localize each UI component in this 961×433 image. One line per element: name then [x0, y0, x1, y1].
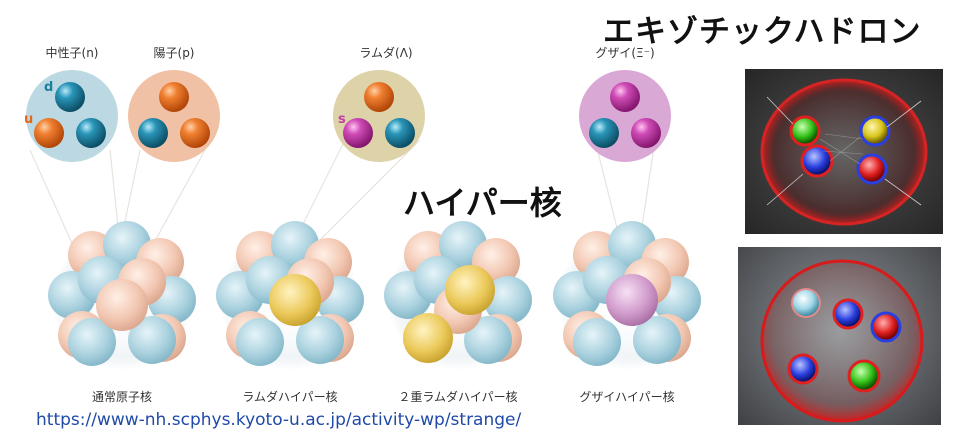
neutron-quark-u	[34, 118, 64, 148]
lambda-quark-d	[385, 118, 415, 148]
normal-nucleus-label: 通常原子核	[91, 390, 153, 404]
lambda-particle	[269, 274, 321, 326]
lambda-bubble	[333, 70, 425, 162]
lambda-particle-2	[403, 313, 453, 363]
nucleus-lambda	[216, 221, 364, 370]
lambda-label: ラムダ(Λ)	[359, 46, 413, 60]
double-lambda-hypernucleus-label: ２重ラムダハイパー核	[398, 390, 518, 404]
xi-quark-s2	[631, 118, 661, 148]
lambda-hypernucleus-label: ラムダハイパー核	[242, 390, 338, 404]
xi-particle	[606, 274, 658, 326]
lambda-quark-u	[364, 82, 394, 112]
neutron-label: 中性子(n)	[45, 46, 99, 60]
neutron-quark-d2	[76, 118, 106, 148]
proton-label: 陽子(p)	[153, 46, 195, 60]
neutron-quark-d	[55, 82, 85, 112]
quark-tag-u: u	[24, 112, 34, 127]
proton-quark-u2	[180, 118, 210, 148]
exotic-hadron-title: エキゾチックハドロン	[603, 14, 922, 50]
xi-bubble	[579, 70, 671, 162]
lambda-particle-1	[445, 265, 495, 315]
source-url: https://www-nh.scphys.kyoto-u.ac.jp/acti…	[36, 410, 522, 430]
lambda-quark-s	[343, 118, 373, 148]
proton-bubble	[128, 70, 220, 162]
nucleus-double-lambda	[384, 221, 532, 370]
nucleus-xi	[553, 221, 701, 370]
quark-tag-s: s	[338, 112, 346, 127]
pentaquark-image	[738, 247, 941, 425]
nucleus-normal	[48, 221, 196, 370]
proton-quark-u	[159, 82, 189, 112]
quark-tag-d: d	[44, 80, 54, 95]
hypernucleus-title: ハイパー核	[403, 184, 562, 222]
neutron-bubble	[26, 70, 118, 162]
proton-quark-d	[138, 118, 168, 148]
xi-quark-s	[610, 82, 640, 112]
xi-label: グザイ(Ξ⁻)	[595, 46, 655, 60]
xi-quark-d	[589, 118, 619, 148]
tetraquark-image	[745, 69, 943, 234]
xi-hypernucleus-label: グザイハイパー核	[579, 390, 675, 404]
